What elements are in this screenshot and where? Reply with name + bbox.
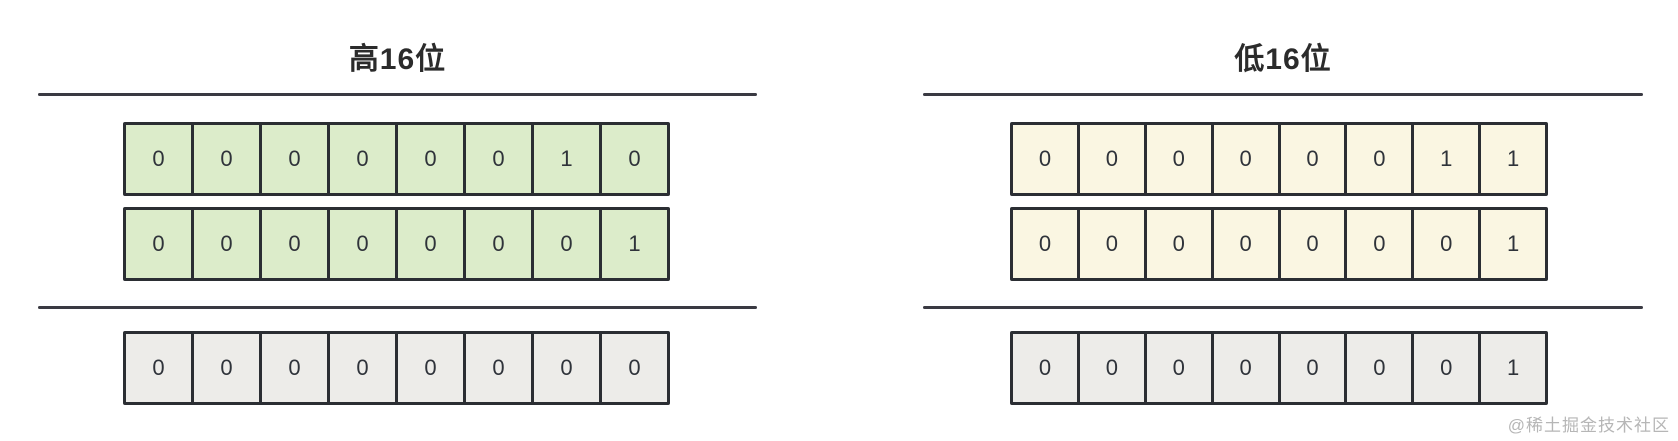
- bit-cell: 0: [1411, 334, 1478, 402]
- bit-cell: 0: [395, 210, 463, 278]
- bit-cell: 0: [327, 125, 395, 193]
- bit-cell: 0: [1277, 125, 1345, 193]
- bit-cell: 0: [1143, 334, 1211, 402]
- bit-cell: 0: [152, 355, 165, 380]
- divider-line-result: [923, 306, 1643, 309]
- bit-cell: 0: [1143, 210, 1211, 278]
- bit-cell: 0: [531, 334, 599, 402]
- bit-cell: 1: [531, 125, 599, 193]
- bit-cell: 0: [1210, 334, 1278, 402]
- bit-cell: 0: [191, 125, 259, 193]
- bit-cell: 0: [395, 125, 463, 193]
- bit-cell: 0: [259, 210, 327, 278]
- bit-cell: 0: [1143, 125, 1211, 193]
- bit-cell: 1: [1478, 210, 1545, 278]
- bit-cell: 0: [1411, 210, 1478, 278]
- bit-cell: 0: [1076, 125, 1144, 193]
- bit-cell: 1: [1478, 125, 1545, 193]
- bit-cell: 0: [1210, 210, 1278, 278]
- bit-cell: 0: [531, 210, 599, 278]
- bit-cell: 0: [327, 210, 395, 278]
- section-title-high16: 高16位: [348, 43, 447, 76]
- bit-cell: 0: [1076, 334, 1144, 402]
- bit-cell: 0: [191, 210, 259, 278]
- bit-cell: 0: [463, 210, 531, 278]
- bit-cell: 0: [1344, 125, 1411, 193]
- bit-cell: 0: [1038, 231, 1052, 256]
- bit-cell: 0: [1038, 146, 1052, 171]
- bit-cell: 0: [191, 334, 259, 402]
- bit-cell: 0: [259, 334, 327, 402]
- bit-cell: 0: [599, 334, 667, 402]
- section-title-low16: 低16位: [1234, 43, 1332, 76]
- bit-cell: 0: [259, 125, 327, 193]
- bit-cell: 0: [1038, 355, 1052, 380]
- bit-cell: 0: [152, 146, 165, 171]
- bit-cell: 0: [395, 334, 463, 402]
- bit-cell: 0: [463, 334, 531, 402]
- bit-cell: 0: [599, 125, 667, 193]
- bit-cell: 0: [152, 231, 165, 256]
- bit-cell: 0: [463, 125, 531, 193]
- bit-cell: 0: [1210, 125, 1278, 193]
- bit-cell: 0: [1344, 334, 1411, 402]
- bit-cell: 0: [1344, 210, 1411, 278]
- bit-cell: 1: [1478, 334, 1545, 402]
- divider-line-result: [38, 306, 757, 309]
- bit-cell: 0: [327, 334, 395, 402]
- bit-cell: 0: [1277, 210, 1345, 278]
- divider-line-top: [923, 93, 1643, 96]
- bit-cell: 1: [599, 210, 667, 278]
- divider-line-top: [38, 93, 757, 96]
- bit-cell: 0: [1076, 210, 1144, 278]
- bit-cell: 0: [1277, 334, 1345, 402]
- watermark-text: @稀土掘金技术社区: [1507, 416, 1670, 435]
- bit-cell: 1: [1411, 125, 1478, 193]
